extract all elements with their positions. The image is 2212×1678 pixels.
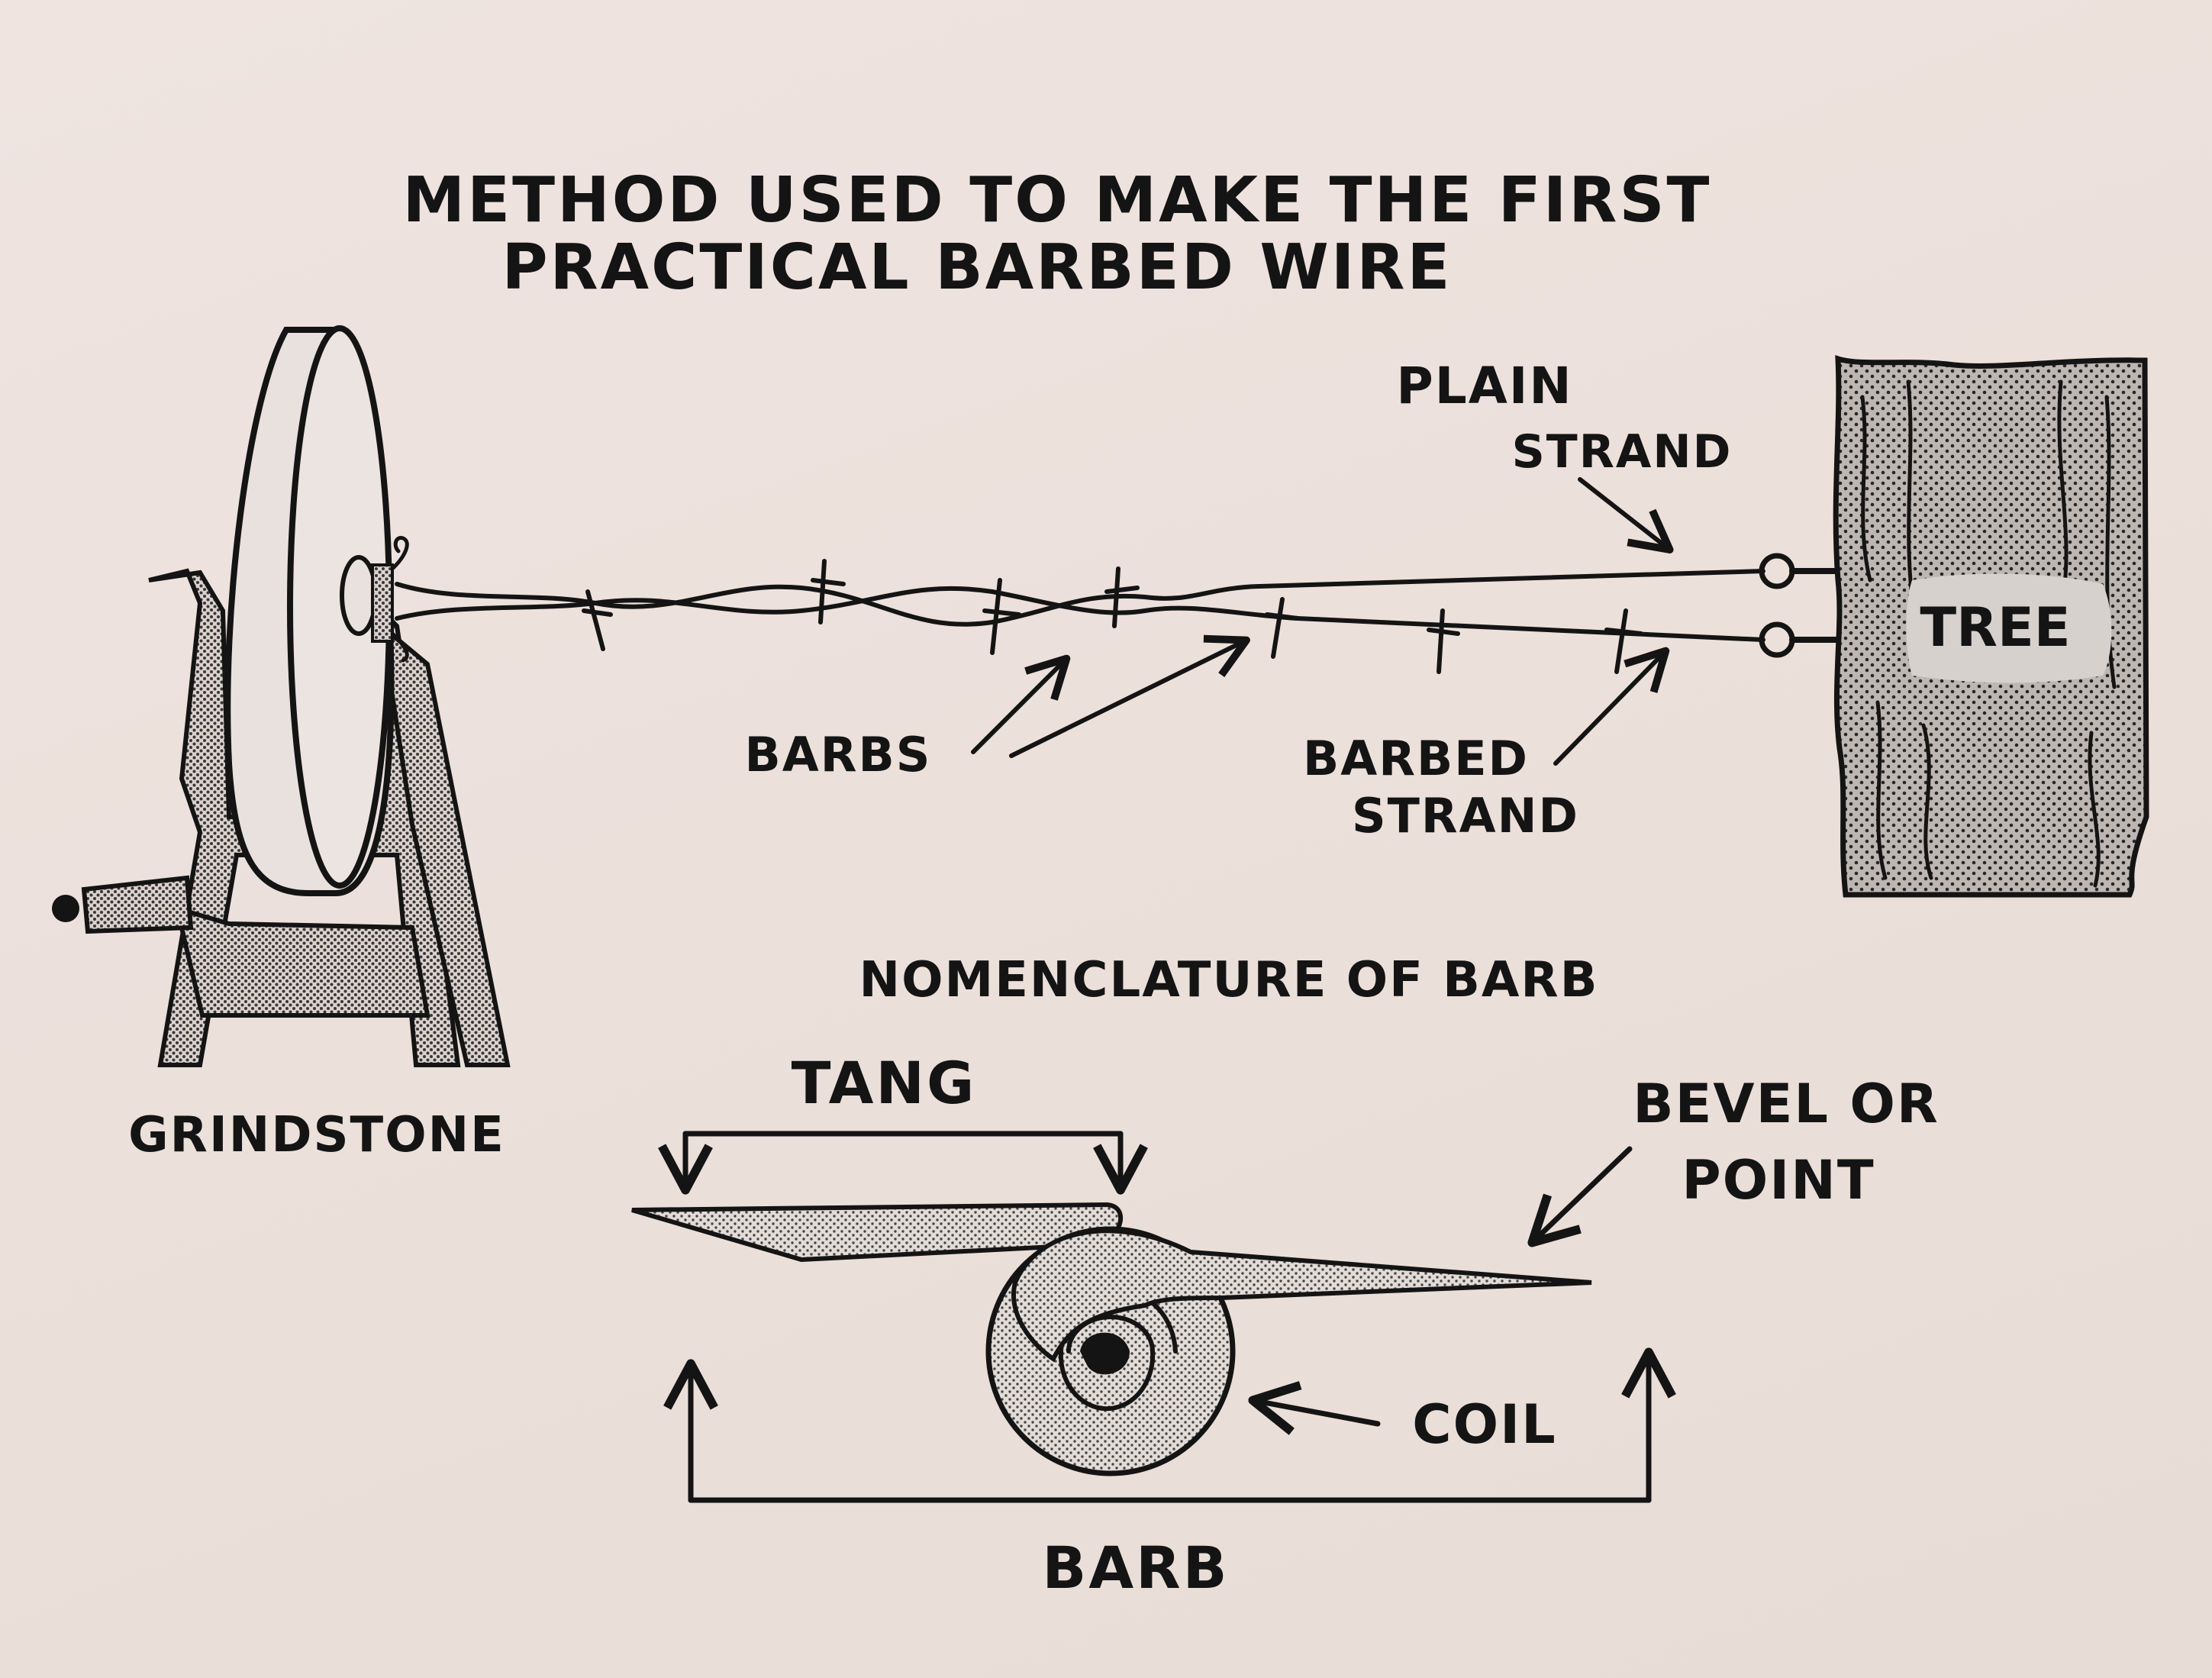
grindstone-trough [173, 905, 430, 1018]
crank-handle [81, 875, 194, 934]
nomenclature-heading: NOMENCLATURE OF BARB [859, 952, 1599, 1008]
plain-strand-arrow [1578, 477, 1674, 553]
title-line-2: PRACTICAL BARBED WIRE [501, 231, 1452, 304]
crank-knob [52, 895, 79, 922]
barb-mark-6 [1427, 608, 1460, 674]
barbs-arrow-2 [1009, 634, 1250, 758]
title-line-1: METHOD USED TO MAKE THE FIRST [403, 164, 1712, 237]
bevel-arrow [1527, 1146, 1633, 1247]
tang-bracket [658, 1131, 1148, 1195]
barb-mark-2 [811, 559, 846, 624]
barb-illustration [631, 1202, 1592, 1476]
barbs-arrow-1 [971, 654, 1071, 754]
barb-mark-5 [1265, 597, 1300, 659]
barb-mark-4 [1104, 566, 1140, 628]
barb-label: BARB [1042, 1534, 1229, 1602]
barbed-strand-label: STRAND [1352, 788, 1579, 844]
barb-point-blade [1011, 1228, 1592, 1363]
grindstone-illustration [52, 325, 511, 1067]
coil-arrow [1248, 1381, 1381, 1435]
bevel-label: BEVEL OR [1633, 1073, 1940, 1135]
wheel-axle [371, 563, 394, 643]
point-label: POINT [1682, 1149, 1875, 1212]
eye-bolts [1759, 553, 1841, 658]
barbed-strand-arrow [1553, 647, 1670, 766]
tree-label-panel [1906, 573, 2112, 683]
barbed-strand-wire [395, 586, 1765, 642]
grindstone-leg [378, 620, 511, 1067]
wire-strands [395, 553, 1841, 674]
coil-label: COIL [1412, 1393, 1557, 1456]
tree-label: TREE [1920, 596, 2070, 659]
barbs-label: BARBS [745, 727, 932, 783]
plain-strand-wire [395, 569, 1765, 627]
plain-label: PLAIN [1396, 357, 1572, 415]
tree-trunk [1833, 355, 2149, 898]
wheel-hub [340, 555, 378, 636]
barbed-label: BARBED [1303, 731, 1529, 786]
barb-mark-1 [582, 589, 613, 651]
tang-label: TANG [792, 1049, 977, 1117]
barb-bracket [663, 1347, 1676, 1503]
barb-mark-3 [982, 578, 1021, 655]
barb-mark-7 [1604, 608, 1643, 674]
plain-strand-label: STRAND [1512, 425, 1733, 479]
grindstone-label: GRINDSTONE [128, 1107, 505, 1163]
